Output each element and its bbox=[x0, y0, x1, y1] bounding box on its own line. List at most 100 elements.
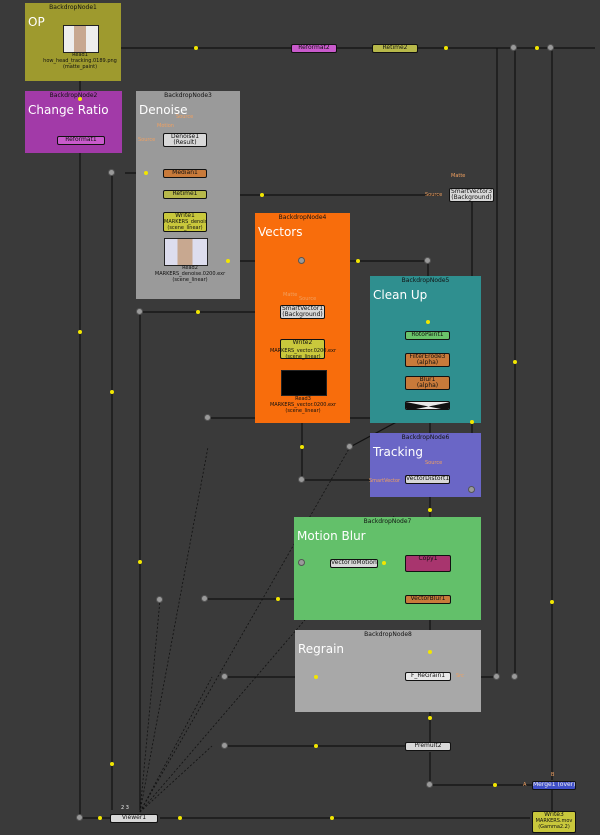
dot-node[interactable] bbox=[511, 673, 518, 680]
backdrop-title: Change Ratio bbox=[28, 103, 109, 117]
dot-node[interactable] bbox=[156, 596, 163, 603]
smartvector1-matte-tag: Matte bbox=[283, 292, 298, 298]
pipe-dot bbox=[550, 600, 554, 604]
merge-b-input-tag: B bbox=[551, 772, 555, 778]
reformat2-node[interactable]: Reformat2 bbox=[291, 44, 337, 53]
dot-node[interactable] bbox=[298, 476, 305, 483]
dot-node[interactable] bbox=[298, 257, 305, 264]
denoise1-node[interactable]: Denoise1 (Result) bbox=[163, 133, 207, 147]
pipe-dot bbox=[426, 320, 430, 324]
backdrop-tracking[interactable]: BackdropNode6 Tracking bbox=[370, 433, 481, 497]
tracking-source-tag: Source bbox=[425, 460, 443, 466]
read3-label: Read3 MARKERS_vector.0200.exr (scene_lin… bbox=[269, 396, 337, 414]
pipe-dot bbox=[110, 390, 114, 394]
backdrop-title: Tracking bbox=[373, 445, 423, 459]
dot-node[interactable] bbox=[547, 44, 554, 51]
pipe-dot bbox=[98, 816, 102, 820]
smartvector1-source-tag: Source bbox=[299, 296, 317, 302]
copy1-node[interactable]: Copy1 bbox=[405, 555, 451, 572]
write3-node[interactable]: Write3 MARKERS.mov (Gamma2.2) bbox=[532, 811, 576, 833]
regrain-src-tag: Src bbox=[456, 673, 464, 679]
pipe-dot bbox=[356, 259, 360, 263]
dot-node[interactable] bbox=[426, 781, 433, 788]
backdrop-regrain[interactable]: BackdropNode8 Regrain bbox=[295, 630, 481, 712]
read3-thumbnail[interactable] bbox=[281, 370, 327, 396]
pipe-dot bbox=[78, 97, 82, 101]
pipe-dot bbox=[144, 171, 148, 175]
dot-node[interactable] bbox=[221, 742, 228, 749]
dot-node[interactable] bbox=[468, 486, 475, 493]
retime1-node[interactable]: Retime1 bbox=[163, 190, 207, 199]
backdrop-header: BackdropNode7 bbox=[363, 518, 412, 525]
change-ratio-source-tag: Source bbox=[138, 137, 156, 143]
backdrop-header: BackdropNode3 bbox=[164, 92, 212, 99]
read1-thumbnail[interactable] bbox=[63, 25, 99, 53]
pipe-dot bbox=[428, 716, 432, 720]
write2-node[interactable]: Write2 bbox=[280, 339, 325, 359]
pipe-dot bbox=[300, 445, 304, 449]
pipe-dot bbox=[276, 597, 280, 601]
keymix-node[interactable] bbox=[405, 401, 450, 410]
dot-node[interactable] bbox=[76, 814, 83, 821]
write2-label: MARKERS_vector.0200.exr (scene_linear) bbox=[269, 348, 337, 360]
backdrop-header: BackdropNode4 bbox=[278, 214, 327, 221]
tracking-smartvector-tag: SmartVector bbox=[369, 478, 401, 484]
blur1-node[interactable]: Blur1 (alpha) bbox=[405, 376, 450, 390]
retime2-node[interactable]: Retime2 bbox=[372, 44, 418, 53]
write1-node[interactable]: Write1 MARKERS_denoise.0200.exr (scene_l… bbox=[163, 212, 207, 232]
dot-node[interactable] bbox=[204, 414, 211, 421]
read2-label: Read2 MARKERS_denoise.0200.exr (scene_li… bbox=[154, 265, 226, 283]
viewer1-node[interactable]: Viewer1 bbox=[110, 814, 158, 823]
median1-node[interactable]: Median1 bbox=[163, 169, 207, 178]
filtererode3-node[interactable]: FilterErode3 (alpha) bbox=[405, 353, 450, 367]
pipe-dot bbox=[78, 330, 82, 334]
dot-node[interactable] bbox=[424, 257, 431, 264]
dot-node[interactable] bbox=[510, 44, 517, 51]
smartvector3-matte-tag: Matte bbox=[451, 173, 466, 179]
pipe-dot bbox=[470, 420, 474, 424]
backdrop-header: BackdropNode2 bbox=[49, 92, 98, 99]
dot-node[interactable] bbox=[298, 559, 305, 566]
backdrop-change-ratio[interactable]: BackdropNode2 Change Ratio bbox=[25, 91, 122, 153]
pipe-dot bbox=[444, 46, 448, 50]
dot-node[interactable] bbox=[493, 673, 500, 680]
backdrop-clean-up[interactable]: BackdropNode5 Clean Up bbox=[370, 276, 481, 423]
pipe-dot bbox=[196, 310, 200, 314]
dot-node[interactable] bbox=[346, 443, 353, 450]
reformat1-node[interactable]: Reformat1 bbox=[57, 136, 105, 145]
pipe-dot bbox=[314, 675, 318, 679]
pipe-dot bbox=[226, 259, 230, 263]
read2-thumbnail[interactable] bbox=[164, 238, 208, 266]
dot-node[interactable] bbox=[221, 673, 228, 680]
dot-node[interactable] bbox=[108, 169, 115, 176]
backdrop-title: Denoise bbox=[139, 103, 188, 117]
viewer-inputs-tag: 2 3 bbox=[121, 805, 129, 811]
vectorblur1-node[interactable]: VectorBlur1 bbox=[405, 595, 451, 604]
smartvector3-node[interactable]: SmartVector3 (Background) bbox=[449, 188, 494, 202]
backdrop-title: Vectors bbox=[258, 225, 303, 239]
vectordistort1-node[interactable]: VectorDistort1 bbox=[405, 475, 450, 484]
pipe-dot bbox=[194, 46, 198, 50]
fregrain1-node[interactable]: F_ReGrain1 bbox=[405, 672, 451, 681]
smartvector1-node[interactable]: SmartVector1 (Background) bbox=[280, 305, 325, 319]
pipe-dot bbox=[110, 762, 114, 766]
merge-a-input-tag: A bbox=[523, 782, 527, 788]
dot-node[interactable] bbox=[136, 308, 143, 315]
backdrop-title: Regrain bbox=[298, 642, 345, 656]
read1-label: Read1 how_head_tracking.0189.png (matte_… bbox=[43, 52, 117, 70]
backdrop-motion-blur[interactable]: BackdropNode7 Motion Blur bbox=[294, 517, 481, 620]
pipe-dot bbox=[535, 46, 539, 50]
premult2-node[interactable]: Premult2 bbox=[405, 742, 451, 751]
vectortomotion1-node[interactable]: VectorToMotion1 bbox=[330, 559, 378, 568]
dot-node[interactable] bbox=[201, 595, 208, 602]
pipe-dot bbox=[260, 193, 264, 197]
pipe-dot bbox=[138, 560, 142, 564]
pipe-dot bbox=[178, 816, 182, 820]
backdrop-title: Motion Blur bbox=[297, 529, 366, 543]
pipe-dot bbox=[428, 650, 432, 654]
merge1-node[interactable]: Merge1 (over) bbox=[532, 781, 576, 790]
rotopaint1-node[interactable]: RotoPaint1 bbox=[405, 331, 450, 340]
pipe-dot bbox=[493, 783, 497, 787]
denoise-motion-tag: Motion bbox=[157, 123, 174, 129]
